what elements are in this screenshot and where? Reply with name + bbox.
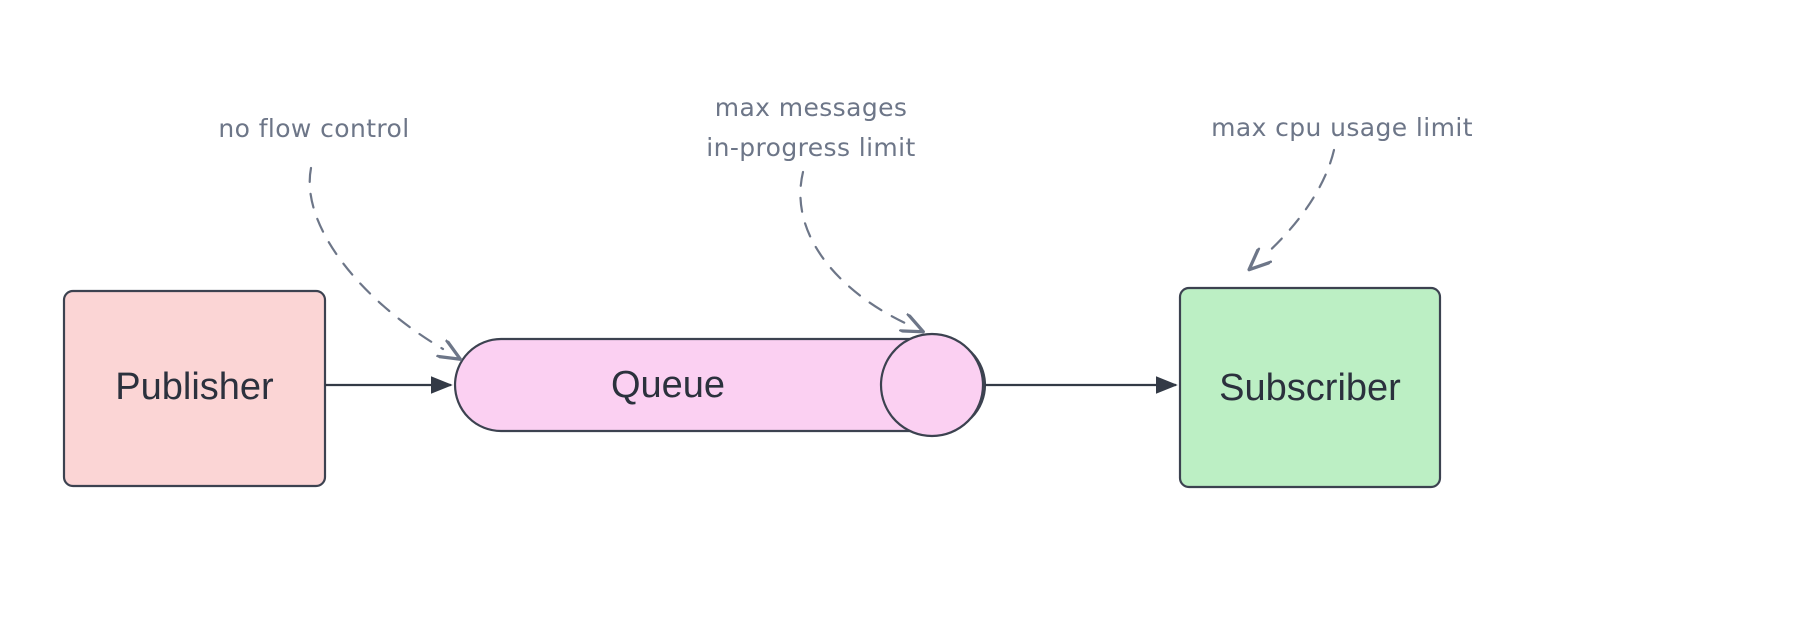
publisher-box[interactable] bbox=[62, 289, 327, 488]
node-subscriber[interactable]: Subscriber bbox=[1178, 286, 1442, 489]
connector-max-cpu-usage-limit bbox=[1264, 148, 1336, 256]
connector-no-flow-control bbox=[308, 166, 443, 349]
node-publisher[interactable]: Publisher bbox=[62, 289, 327, 488]
connector-max-messages-in-progress-limit bbox=[799, 170, 905, 323]
annotation-no-flow-control: no flow control bbox=[218, 114, 409, 143]
annotation-no-flow-control-line-1: no flow control bbox=[218, 114, 409, 143]
subscriber-label: Subscriber bbox=[1219, 367, 1401, 409]
annotation-max-messages-line-2: in-progress limit bbox=[706, 133, 915, 162]
annotation-max-cpu-usage-limit: max cpu usage limit bbox=[1211, 113, 1473, 142]
annotation-max-messages-line-1: max messages bbox=[715, 93, 908, 122]
queue-label: Queue bbox=[611, 364, 725, 406]
annotation-max-cpu-usage-line-1: max cpu usage limit bbox=[1211, 113, 1473, 142]
annotation-max-messages-in-progress-limit: max messages in-progress limit bbox=[706, 93, 915, 162]
queue-cylinder-cap bbox=[879, 332, 985, 438]
subscriber-box[interactable] bbox=[1178, 286, 1442, 489]
publisher-label: Publisher bbox=[115, 366, 274, 408]
node-queue[interactable]: Queue bbox=[453, 332, 987, 438]
